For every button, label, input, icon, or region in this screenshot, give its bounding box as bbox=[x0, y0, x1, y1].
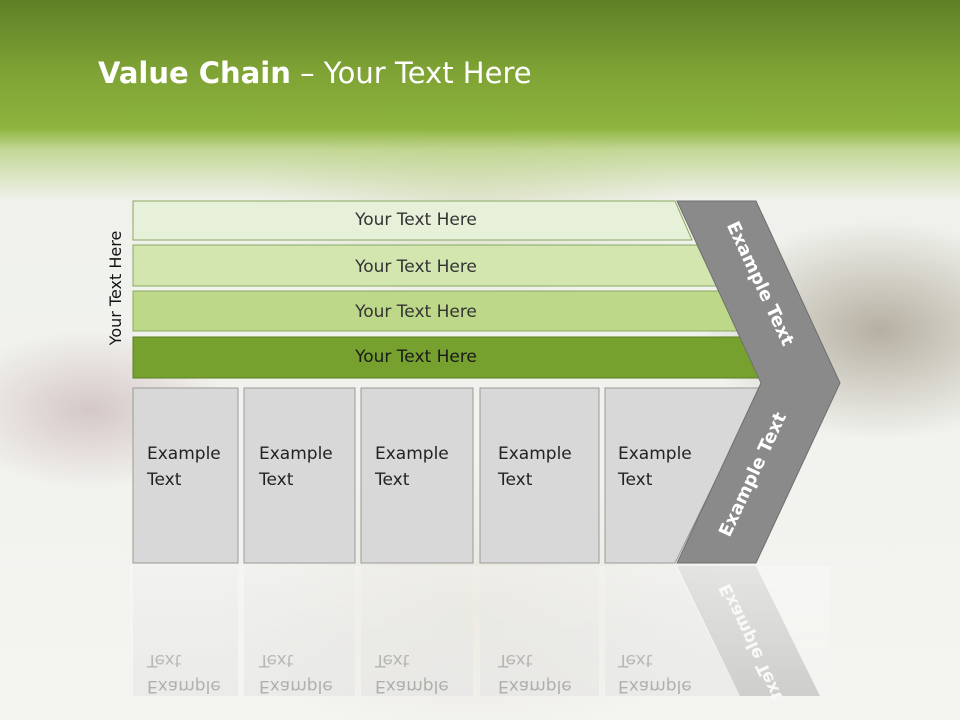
primary-box-5-line2: Text bbox=[617, 470, 653, 490]
primary-box-2-line1: Example bbox=[259, 444, 333, 464]
support-row-4-label: Your Text Here bbox=[354, 347, 477, 367]
support-row-2: Your Text Here bbox=[132, 244, 718, 287]
support-row-1-label: Your Text Here bbox=[354, 210, 477, 230]
title-bold: Value Chain bbox=[98, 56, 291, 90]
primary-box-4: Example Text bbox=[479, 387, 600, 564]
primary-box-5-line1: Example bbox=[618, 444, 692, 464]
support-row-2-label: Your Text Here bbox=[354, 257, 477, 277]
primary-box-1: Example Text bbox=[132, 387, 239, 564]
primary-box-4-line1: Example bbox=[498, 444, 572, 464]
side-label: Your Text Here bbox=[106, 231, 125, 347]
support-row-1: Your Text Here bbox=[132, 200, 693, 241]
primary-box-2-line2: Text bbox=[258, 470, 294, 490]
title-rest: – Your Text Here bbox=[290, 56, 532, 90]
primary-box-2: Example Text bbox=[243, 387, 356, 564]
primary-box-3-line1: Example bbox=[375, 444, 449, 464]
support-row-3: Your Text Here bbox=[132, 290, 741, 332]
primary-box-3: Example Text bbox=[360, 387, 474, 564]
header-band bbox=[0, 0, 960, 200]
support-row-3-label: Your Text Here bbox=[354, 302, 477, 322]
primary-box-1-line2: Text bbox=[146, 470, 182, 490]
primary-box-4-line2: Text bbox=[497, 470, 533, 490]
diagram-reflection: Text Example Text Example Text Example T… bbox=[130, 566, 830, 704]
primary-box-3-line2: Text bbox=[374, 470, 410, 490]
primary-box-5: Example Text bbox=[604, 387, 762, 564]
support-row-4: Your Text Here bbox=[132, 336, 764, 379]
page-title: Value Chain – Your Text Here bbox=[98, 56, 532, 90]
primary-box-1-line1: Example bbox=[147, 444, 221, 464]
